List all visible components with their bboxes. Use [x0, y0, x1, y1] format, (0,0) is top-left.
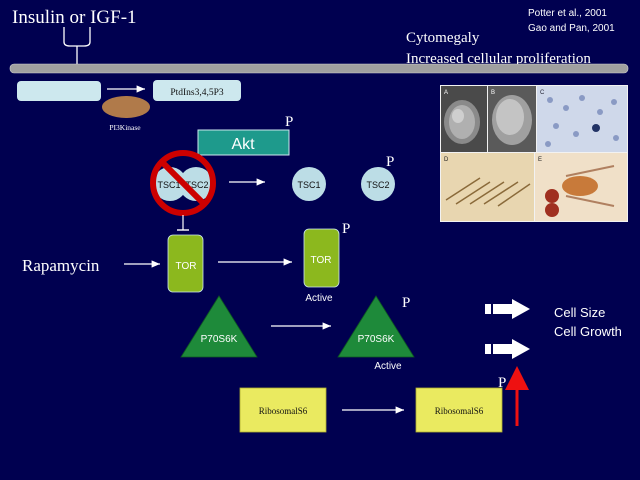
pi3k-ellipse: [102, 96, 150, 118]
tor-active-state: Active: [305, 293, 333, 304]
outcome-cell-size: Cell Size: [554, 305, 605, 320]
s6-active: [415, 387, 503, 433]
cell-membrane: [9, 63, 629, 74]
s6-inactive-label: RibosomalS6: [259, 406, 308, 416]
panel-b-label: B: [491, 90, 495, 96]
panel-e-label: E: [538, 157, 542, 163]
tsc2-phospho: P: [386, 154, 394, 170]
cell-growth-arrow: [485, 339, 530, 359]
phenotype-cytomegaly: Cytomegaly: [406, 30, 480, 46]
receptor: [63, 27, 91, 47]
pip3-box: [153, 80, 241, 101]
ligand-label: Insulin or IGF-1: [12, 7, 137, 28]
panel-a-eye-image: [441, 86, 487, 152]
akt-box: [197, 129, 290, 156]
tsc1-label: TSC1: [297, 180, 320, 190]
s6-inactive: [239, 387, 327, 433]
no-symbol: [150, 150, 216, 216]
akt-label: Akt: [231, 136, 255, 153]
tor-inactive-label: TOR: [176, 261, 197, 272]
tor-active: [303, 228, 340, 288]
tsc1-node: [292, 167, 326, 201]
tor-inactive: [167, 234, 204, 293]
panel-c-label: C: [540, 90, 545, 96]
phenotype-proliferation: Increased cellular proliferation: [406, 51, 591, 67]
panel-d-bristle-image: [441, 153, 534, 221]
panel-c-tissue-image: [537, 86, 627, 152]
pi3k-label: PI3Kinase: [109, 123, 141, 132]
outcome-cell-growth: Cell Growth: [554, 324, 622, 339]
tsc2-inhibited-label: TSC2: [185, 180, 208, 190]
panel-b-eye-image: [488, 86, 536, 152]
s6-active-label: RibosomalS6: [435, 406, 484, 416]
tor-active-label: TOR: [311, 255, 332, 266]
akt-phospho: P: [285, 114, 293, 130]
tsc2-label: TSC2: [366, 180, 389, 190]
receptor-box: [17, 81, 101, 101]
s6k-inactive-label: P70S6K: [201, 334, 238, 345]
s6k-phospho: P: [402, 295, 410, 311]
panel-a-label: A: [444, 90, 448, 96]
s6k-active-label: P70S6K: [358, 334, 395, 345]
s6k-active-state: Active: [374, 361, 402, 372]
citation-2: Gao and Pan, 2001: [528, 23, 615, 34]
micrograph-figure: A B C D: [440, 85, 628, 222]
s6k-inactive: [180, 295, 258, 358]
panel-e-fly-image: [535, 153, 627, 221]
tsc2-inhibited: [179, 167, 213, 201]
s6k-active: [337, 295, 415, 358]
tor-phospho: P: [342, 221, 350, 237]
cell-size-arrow: [485, 299, 530, 319]
rapamycin-label: Rapamycin: [22, 256, 100, 275]
citation-1: Potter et al., 2001: [528, 8, 607, 19]
panel-d-label: D: [444, 157, 449, 163]
pip3-label: PtdIns3,4,5P3: [170, 88, 224, 98]
s6-phospho: P: [498, 375, 506, 391]
tsc2-node: [361, 167, 395, 201]
tsc1-inhibited-label: TSC1: [157, 180, 180, 190]
